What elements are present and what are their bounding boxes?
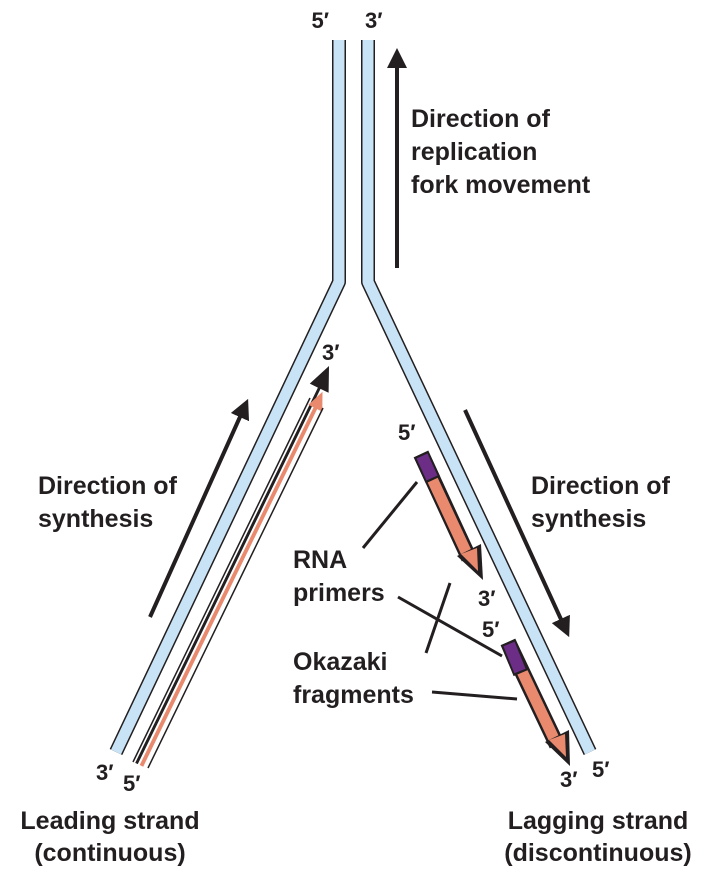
lagging-strand-subtitle: (discontinuous) — [504, 839, 691, 867]
leading-strand-title: Leading strand — [20, 807, 199, 835]
fragment1-arrowhead-fill — [461, 548, 478, 571]
leading-tip-end-label: 3′ — [322, 340, 340, 365]
lagging-synthesis-line-1: Direction of — [531, 472, 671, 500]
rna-primers-label-line-1: RNA — [293, 546, 347, 574]
top-right-end-label: 3′ — [365, 8, 383, 33]
lagging-strand-title: Lagging strand — [508, 807, 689, 835]
okazaki-label-line-1: Okazaki — [293, 648, 388, 676]
leading-synthesis-arrow — [148, 398, 250, 618]
right-template-fill — [362, 40, 595, 755]
okazaki-pointer-2 — [431, 690, 518, 701]
fork-direction-line-2: replication — [411, 138, 537, 166]
fragment1-start-label: 5′ — [398, 420, 416, 445]
fragment1-end-label: 3′ — [478, 586, 496, 611]
leading-synthesis-line-2: synthesis — [38, 505, 153, 533]
lagging-new-end-label: 3′ — [560, 767, 578, 792]
fragment2-start-label: 5′ — [482, 617, 500, 642]
rna-primers-pointer-2 — [397, 595, 503, 658]
fragment2-arrowhead-fill — [549, 734, 566, 757]
fork-direction-line-1: Direction of — [411, 105, 551, 133]
leading-strand-subtitle: (continuous) — [34, 839, 185, 867]
left-template-strand — [109, 40, 346, 756]
rna-primer-2 — [503, 641, 526, 674]
leading-new-strand — [132, 366, 329, 769]
leading-new-end-label: 5′ — [123, 771, 141, 796]
okazaki-fragment-1 — [413, 450, 483, 580]
lagging-template-end-label: 5′ — [592, 757, 610, 782]
rna-primers-pointer-1 — [361, 481, 419, 549]
callout-lines — [361, 481, 518, 701]
leading-strand-edge-left — [132, 397, 311, 763]
leading-strand-edge-right — [147, 407, 324, 769]
lagging-synthesis-line-2: synthesis — [531, 505, 646, 533]
rna-primers-label-line-2: primers — [293, 579, 385, 607]
okazaki-pointer-1 — [424, 582, 452, 654]
left-template-fill — [111, 40, 345, 755]
okazaki-fragment-2 — [500, 638, 570, 766]
top-left-end-label: 5′ — [311, 8, 329, 33]
leading-template-end-label: 3′ — [96, 760, 114, 785]
lagging-synthesis-arrow — [463, 409, 570, 638]
okazaki-label-line-2: fragments — [293, 681, 414, 709]
leading-strand-fill — [139, 391, 323, 767]
fork-direction-line-3: fork movement — [411, 171, 591, 199]
rna-primer-1 — [416, 453, 438, 481]
leading-synthesis-line-1: Direction of — [38, 472, 178, 500]
template-strands — [109, 40, 597, 756]
leading-strand-arrow — [135, 366, 329, 765]
